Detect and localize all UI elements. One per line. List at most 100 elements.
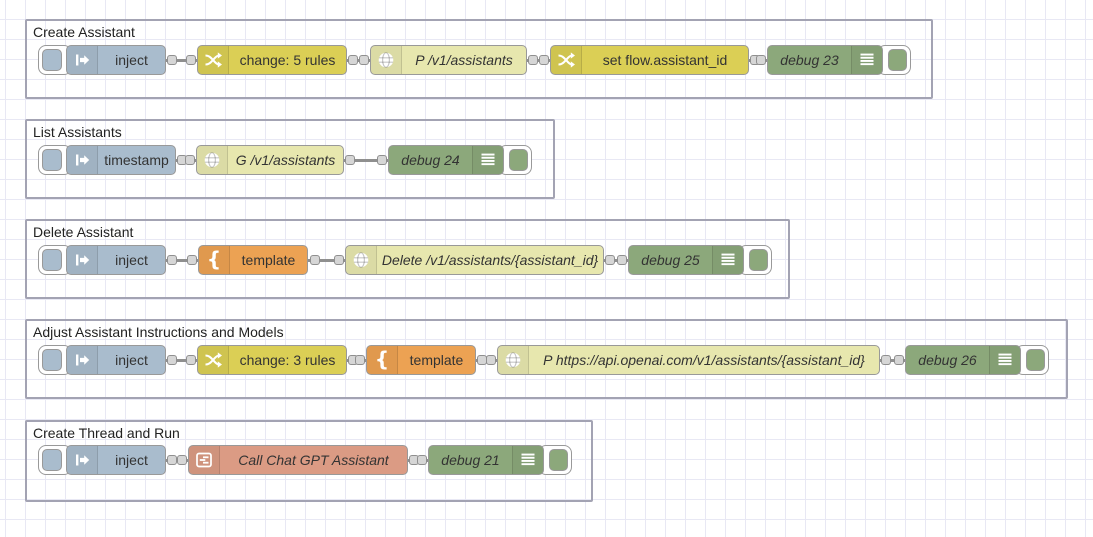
group-title: Create Thread and Run bbox=[33, 425, 180, 441]
inject-arrow-icon bbox=[67, 446, 98, 474]
node-debug[interactable]: debug 21 bbox=[428, 445, 544, 475]
node-label: G /v1/assistants bbox=[235, 152, 336, 168]
wire[interactable] bbox=[166, 258, 198, 262]
node-label: P /v1/assistants bbox=[415, 52, 513, 68]
node-label: set flow.assistant_id bbox=[602, 52, 728, 68]
group-create-assistant[interactable]: Create Assistant bbox=[25, 19, 933, 99]
inject-trigger-button[interactable] bbox=[42, 349, 62, 371]
wire[interactable] bbox=[347, 58, 370, 62]
inject-trigger-button[interactable] bbox=[42, 449, 62, 471]
wire[interactable] bbox=[308, 258, 345, 262]
node-http-request[interactable]: P /v1/assistants bbox=[370, 45, 527, 75]
wire[interactable] bbox=[166, 58, 197, 62]
debug-sidebar-icon bbox=[989, 346, 1020, 374]
node-http-request[interactable]: P https://api.openai.com/v1/assistants/{… bbox=[497, 345, 880, 375]
node-http-request[interactable]: G /v1/assistants bbox=[196, 145, 344, 175]
input-port[interactable] bbox=[617, 255, 627, 265]
output-port[interactable] bbox=[528, 55, 538, 65]
output-port[interactable] bbox=[310, 255, 320, 265]
inject-arrow-icon bbox=[67, 146, 98, 174]
input-port[interactable] bbox=[187, 255, 197, 265]
shuffle-icon bbox=[198, 346, 229, 374]
debug-toggle-button[interactable] bbox=[509, 149, 528, 171]
debug-sidebar-icon bbox=[472, 146, 503, 174]
group-title: Create Assistant bbox=[33, 24, 135, 40]
inject-arrow-icon bbox=[67, 346, 98, 374]
node-template[interactable]: { template bbox=[366, 345, 476, 375]
input-port[interactable] bbox=[185, 155, 195, 165]
inject-trigger-button[interactable] bbox=[42, 149, 62, 171]
node-label: debug 25 bbox=[641, 252, 700, 268]
wire[interactable] bbox=[880, 358, 905, 362]
inject-trigger-button[interactable] bbox=[42, 49, 62, 71]
output-port[interactable] bbox=[348, 55, 358, 65]
node-change[interactable]: set flow.assistant_id bbox=[550, 45, 749, 75]
input-port[interactable] bbox=[756, 55, 766, 65]
output-port[interactable] bbox=[167, 455, 177, 465]
input-port[interactable] bbox=[417, 455, 427, 465]
node-label: inject bbox=[115, 352, 148, 368]
group-delete-assistant[interactable]: Delete Assistant bbox=[25, 219, 790, 299]
input-port[interactable] bbox=[486, 355, 496, 365]
debug-sidebar-icon bbox=[712, 246, 743, 274]
node-inject[interactable]: inject bbox=[66, 345, 166, 375]
node-label: P https://api.openai.com/v1/assistants/{… bbox=[543, 352, 865, 368]
subflow-icon bbox=[189, 446, 220, 474]
node-debug[interactable]: debug 26 bbox=[905, 345, 1021, 375]
group-list-assistants[interactable]: List Assistants bbox=[25, 119, 555, 199]
node-label: change: 5 rules bbox=[239, 52, 336, 68]
input-port[interactable] bbox=[177, 455, 187, 465]
node-label: template bbox=[241, 252, 296, 268]
inject-trigger-button[interactable] bbox=[42, 249, 62, 271]
output-port[interactable] bbox=[167, 55, 177, 65]
node-label: template bbox=[409, 352, 464, 368]
globe-icon bbox=[371, 46, 402, 74]
node-change[interactable]: change: 5 rules bbox=[197, 45, 347, 75]
globe-icon bbox=[346, 246, 377, 274]
input-port[interactable] bbox=[894, 355, 904, 365]
input-port[interactable] bbox=[186, 355, 196, 365]
node-subflow-call-chat-gpt-assistant[interactable]: Call Chat GPT Assistant bbox=[188, 445, 408, 475]
node-debug[interactable]: debug 23 bbox=[767, 45, 883, 75]
node-debug[interactable]: debug 25 bbox=[628, 245, 744, 275]
input-port[interactable] bbox=[377, 155, 387, 165]
node-inject[interactable]: inject bbox=[66, 45, 166, 75]
group-create-thread-and-run[interactable]: Create Thread and Run bbox=[25, 420, 593, 502]
input-port[interactable] bbox=[334, 255, 344, 265]
debug-toggle-button[interactable] bbox=[549, 449, 568, 471]
debug-sidebar-icon bbox=[851, 46, 882, 74]
node-label: debug 26 bbox=[918, 352, 977, 368]
node-change[interactable]: change: 3 rules bbox=[197, 345, 347, 375]
input-port[interactable] bbox=[359, 55, 369, 65]
group-adjust-assistant[interactable]: Adjust Assistant Instructions and Models bbox=[25, 319, 1068, 399]
output-port[interactable] bbox=[881, 355, 891, 365]
node-label: inject bbox=[115, 252, 148, 268]
group-title: Adjust Assistant Instructions and Models bbox=[33, 324, 284, 340]
input-port[interactable] bbox=[539, 55, 549, 65]
input-port[interactable] bbox=[355, 355, 365, 365]
debug-toggle-button[interactable] bbox=[1026, 349, 1045, 371]
debug-toggle-button[interactable] bbox=[749, 249, 768, 271]
node-inject[interactable]: inject bbox=[66, 245, 166, 275]
output-port[interactable] bbox=[167, 255, 177, 265]
output-port[interactable] bbox=[345, 155, 355, 165]
input-port[interactable] bbox=[186, 55, 196, 65]
wire[interactable] bbox=[527, 58, 550, 62]
wire[interactable] bbox=[166, 358, 197, 362]
node-template[interactable]: { template bbox=[198, 245, 308, 275]
output-port[interactable] bbox=[605, 255, 615, 265]
globe-icon bbox=[197, 146, 228, 174]
node-inject[interactable]: timestamp bbox=[66, 145, 176, 175]
node-http-request[interactable]: Delete /v1/assistants/{assistant_id} bbox=[345, 245, 604, 275]
node-debug[interactable]: debug 24 bbox=[388, 145, 504, 175]
node-inject[interactable]: inject bbox=[66, 445, 166, 475]
globe-icon bbox=[498, 346, 529, 374]
output-port[interactable] bbox=[167, 355, 177, 365]
node-label: debug 23 bbox=[780, 52, 839, 68]
debug-toggle-button[interactable] bbox=[888, 49, 907, 71]
wire[interactable] bbox=[604, 258, 628, 262]
node-label: timestamp bbox=[104, 152, 169, 168]
wire[interactable] bbox=[344, 158, 388, 162]
node-label: debug 21 bbox=[441, 452, 500, 468]
